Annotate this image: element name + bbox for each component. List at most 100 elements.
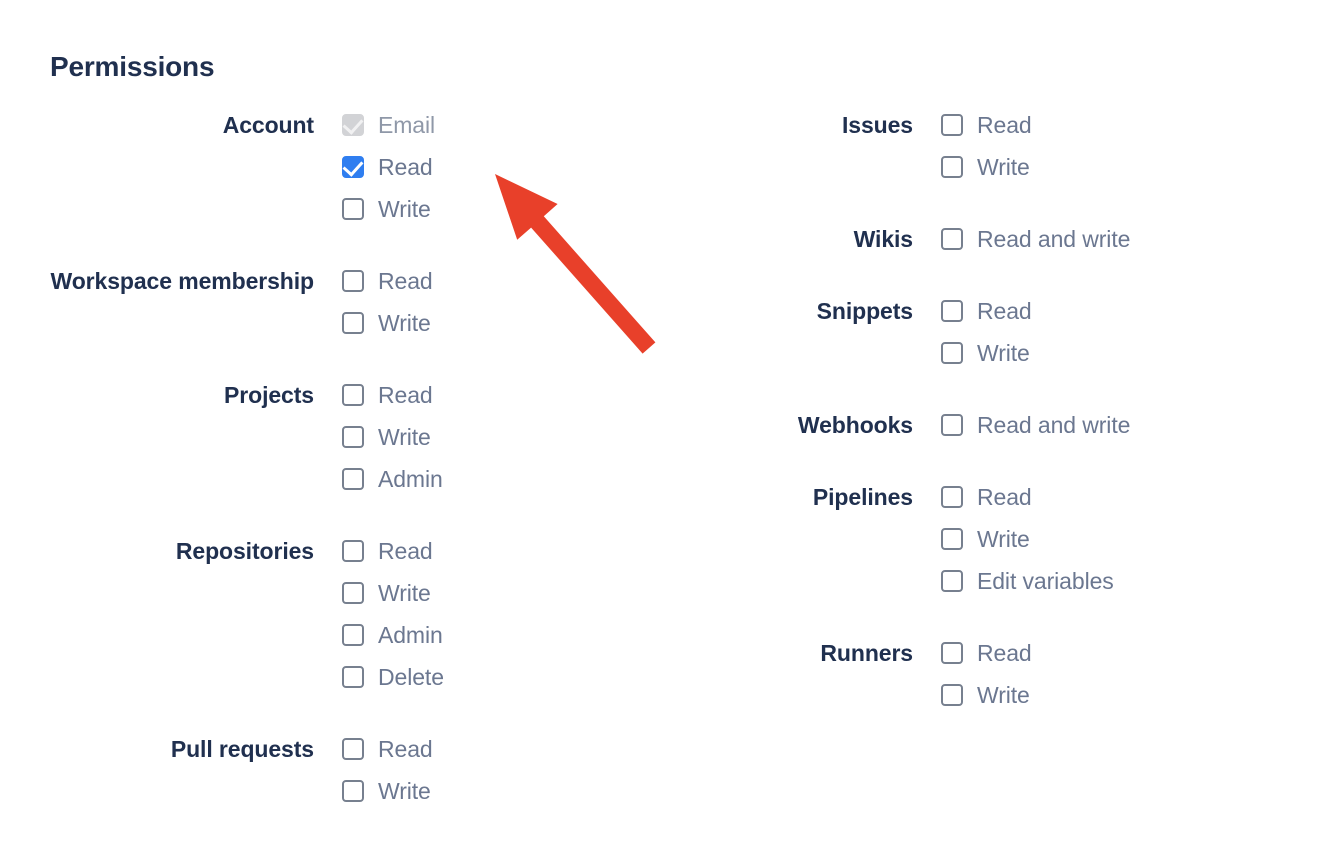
permission-option-row[interactable]: Read <box>342 374 660 416</box>
permission-group-label: Account <box>222 112 314 138</box>
checkbox-issues-write[interactable] <box>941 156 963 178</box>
checkbox-account-write[interactable] <box>342 198 364 220</box>
checkbox-repositories-admin[interactable] <box>342 624 364 646</box>
permission-option-row[interactable]: Read <box>941 632 1270 674</box>
checkbox-runners-read[interactable] <box>941 642 963 664</box>
permission-option-label: Write <box>977 682 1030 708</box>
permission-option-row[interactable]: Admin <box>342 614 660 656</box>
permission-option-label: Read <box>977 484 1032 510</box>
checkbox-wikis-read-and-write[interactable] <box>941 228 963 250</box>
permission-option-row[interactable]: Read and write <box>941 218 1270 260</box>
permission-option-row[interactable]: Write <box>941 332 1270 374</box>
permission-options: Read and write <box>941 218 1270 260</box>
permission-option-label: Edit variables <box>977 568 1114 594</box>
permission-option-label: Admin <box>378 622 443 648</box>
checkbox-snippets-write[interactable] <box>941 342 963 364</box>
checkbox-workspace-membership-write[interactable] <box>342 312 364 334</box>
permission-option-row[interactable]: Write <box>941 674 1270 716</box>
permission-option-row[interactable]: Read <box>941 476 1270 518</box>
checkbox-projects-read[interactable] <box>342 384 364 406</box>
checkbox-repositories-delete[interactable] <box>342 666 364 688</box>
permission-option-row[interactable]: Write <box>941 146 1270 188</box>
permission-group-wikis: Wikis Read and write <box>610 218 1270 260</box>
permission-option-row[interactable]: Edit variables <box>941 560 1270 602</box>
checkbox-pull-requests-read[interactable] <box>342 738 364 760</box>
checkbox-repositories-read[interactable] <box>342 540 364 562</box>
permission-option-label: Write <box>977 340 1030 366</box>
permission-option-label: Email <box>378 112 436 138</box>
permission-option-row[interactable]: Admin <box>342 458 660 500</box>
permission-option-row[interactable]: Delete <box>342 656 660 698</box>
checkmark-icon <box>342 155 364 177</box>
checkmark-icon <box>342 113 364 135</box>
permission-option-label: Write <box>977 154 1030 180</box>
permission-option-label: Read <box>378 382 433 408</box>
permission-group-label: Issues <box>841 112 913 138</box>
permission-option-row[interactable]: Read <box>941 290 1270 332</box>
checkbox-account-read[interactable] <box>342 155 364 178</box>
permission-option-label: Read <box>378 538 433 564</box>
permission-option-row[interactable]: Email <box>342 104 660 146</box>
checkbox-snippets-read[interactable] <box>941 300 963 322</box>
permission-group-label: Snippets <box>816 298 913 324</box>
checkbox-pull-requests-write[interactable] <box>342 780 364 802</box>
permission-option-label: Write <box>378 580 431 606</box>
permission-option-label: Read <box>378 268 433 294</box>
checkbox-projects-write[interactable] <box>342 426 364 448</box>
permission-option-row[interactable]: Read <box>342 530 660 572</box>
checkbox-account-email <box>342 113 364 136</box>
permission-option-label: Read <box>977 640 1032 666</box>
permission-group-webhooks: Webhooks Read and write <box>610 404 1270 446</box>
permission-option-row[interactable]: Write <box>342 302 660 344</box>
permission-option-label: Admin <box>378 466 443 492</box>
checkbox-repositories-write[interactable] <box>342 582 364 604</box>
permission-option-row[interactable]: Read and write <box>941 404 1270 446</box>
checkbox-runners-write[interactable] <box>941 684 963 706</box>
permission-option-row[interactable]: Read <box>342 260 660 302</box>
permission-option-row[interactable]: Write <box>342 770 660 812</box>
checkbox-pipelines-edit-variables[interactable] <box>941 570 963 592</box>
permission-option-label: Write <box>378 424 431 450</box>
permission-option-row[interactable]: Write <box>342 416 660 458</box>
permission-group-label: Pipelines <box>812 484 913 510</box>
permission-option-label: Write <box>977 526 1030 552</box>
checkbox-pipelines-read[interactable] <box>941 486 963 508</box>
permission-option-label: Read <box>378 736 433 762</box>
page-title: Permissions <box>50 51 215 82</box>
permission-group-label: Webhooks <box>797 412 913 438</box>
permission-option-label: Write <box>378 778 431 804</box>
permission-option-row[interactable]: Write <box>342 188 660 230</box>
checkbox-pipelines-write[interactable] <box>941 528 963 550</box>
checkbox-webhooks-read-and-write[interactable] <box>941 414 963 436</box>
checkbox-issues-read[interactable] <box>941 114 963 136</box>
permission-option-row[interactable]: Write <box>342 572 660 614</box>
permission-group-label: Workspace membership <box>50 268 315 294</box>
checkbox-workspace-membership-read[interactable] <box>342 270 364 292</box>
permission-option-row[interactable]: Read <box>342 146 660 188</box>
permission-option-row[interactable]: Read <box>342 728 660 770</box>
permission-group-label: Wikis <box>853 226 913 252</box>
permission-option-row[interactable]: Read <box>941 104 1270 146</box>
permission-group-label: Runners <box>820 640 913 666</box>
permission-option-row[interactable]: Write <box>941 518 1270 560</box>
checkbox-projects-admin[interactable] <box>342 468 364 490</box>
